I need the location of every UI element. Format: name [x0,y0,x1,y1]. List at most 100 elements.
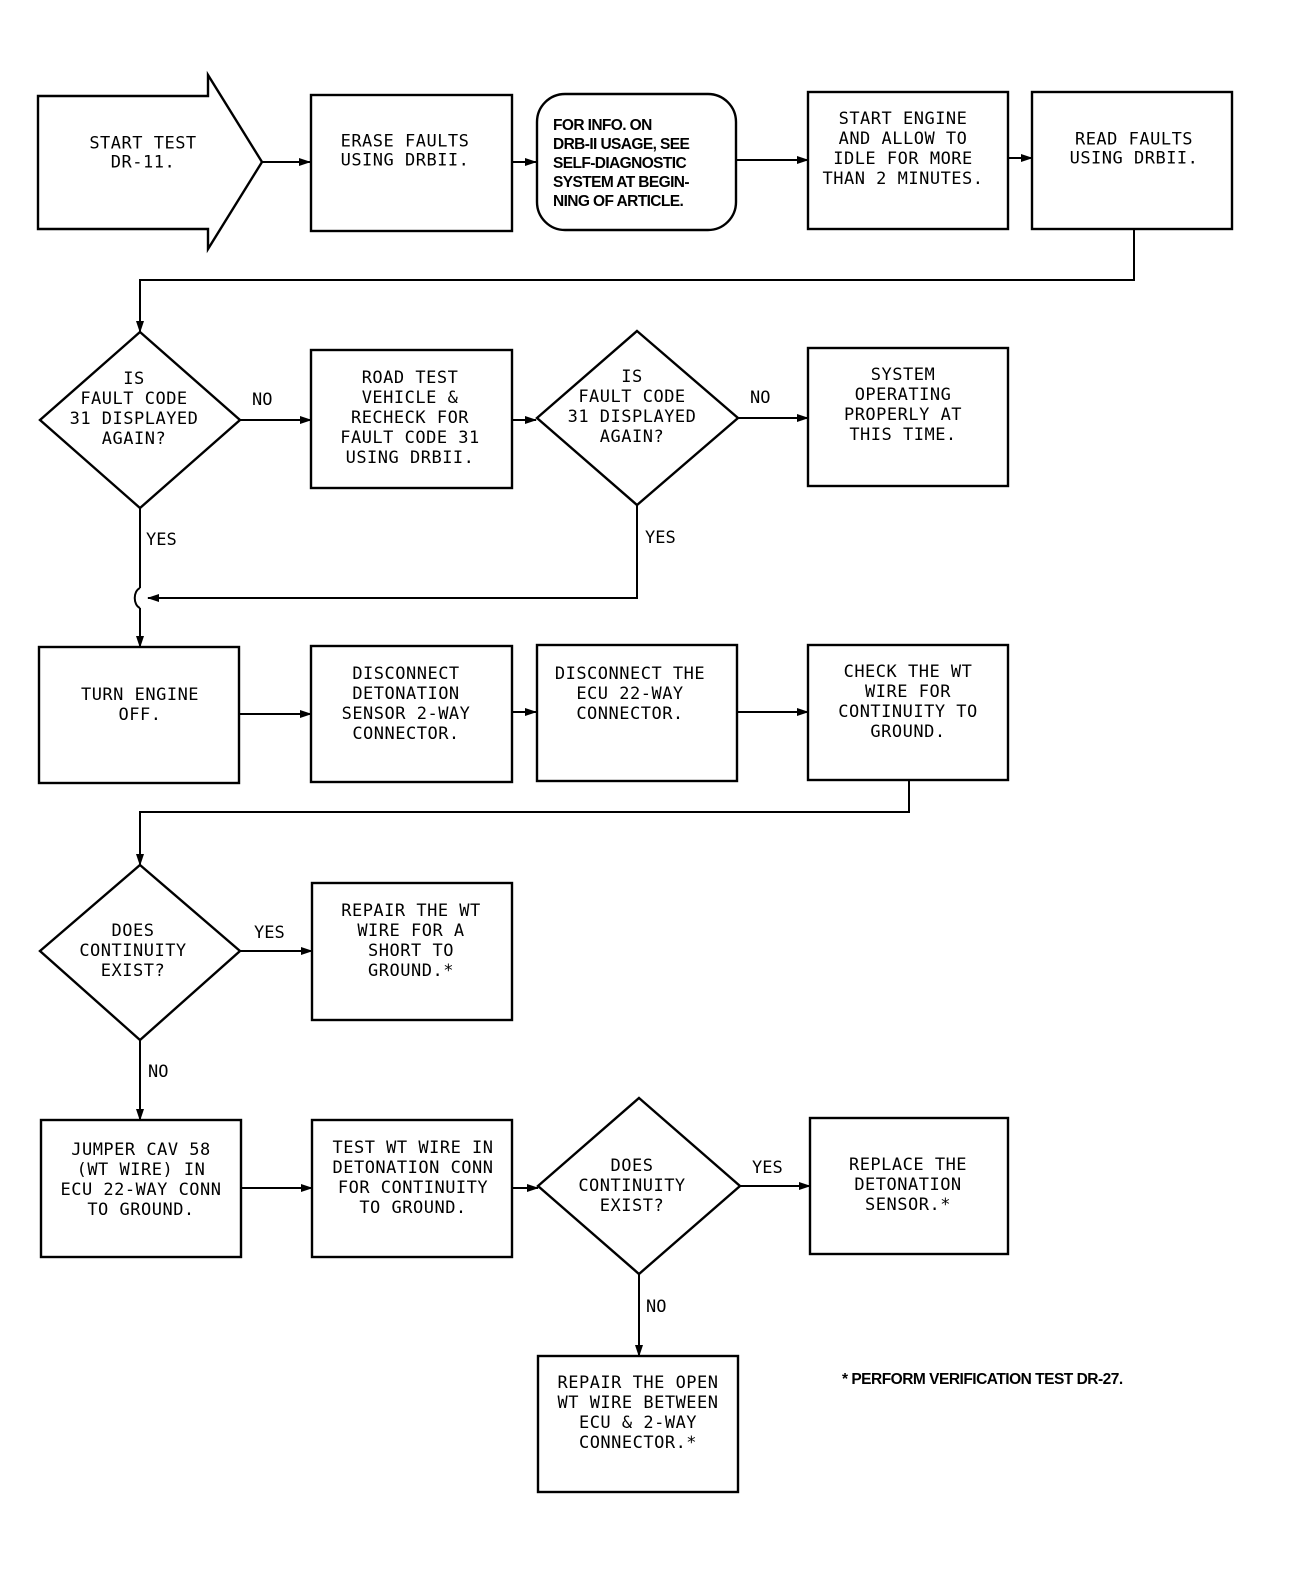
node-label-line: REPAIR THE OPEN [557,1373,718,1393]
node-label-line: REPAIR THE WT [341,901,481,921]
node-label-line: ECU 22-WAY CONN [60,1180,221,1200]
jumper-cav-box [39,1118,243,1259]
decision-fault-31-first [38,330,242,510]
disconnect-ecu-box [535,643,739,783]
edge-check-to-question-c [136,780,910,866]
edge-read-to-question-a [136,229,1135,333]
connectors [133,154,1135,1357]
node-label-line: CONNECTOR.* [579,1433,697,1453]
node-label-line: ECU & 2-WAY [579,1413,697,1433]
node-label-line: AND ALLOW TO [839,129,968,149]
node-label-line: AGAIN? [600,427,664,447]
node-label-line: JUMPER CAV 58 [71,1140,211,1160]
edge-label-yes: YES [645,528,676,548]
node-label-line: ERASE FAULTS [341,132,470,152]
node-label-line: START TEST [89,134,196,154]
turn-engine-off-box [37,645,241,785]
edge-question-b-yes [147,505,638,602]
info-note-box [535,92,738,232]
node-label-line: TEST WT WIRE IN [332,1138,493,1158]
node-label-line: VEHICLE & [362,388,459,408]
node-label-line: CHECK THE WT [844,662,973,682]
node-label-line: SENSOR 2-WAY [342,704,471,724]
node-label-line: WT WIRE BETWEEN [557,1393,718,1413]
road-test-box [309,348,514,490]
node-label-line: AGAIN? [102,429,166,449]
repair-open-box [536,1354,740,1494]
node-label-line: DISCONNECT [352,664,459,684]
footnote: * PERFORM VERIFICATION TEST DR-27. [842,1371,1123,1388]
node-label-line: DISCONNECT THE [555,664,705,684]
node-label-line: SYSTEM AT BEGIN- [553,174,689,191]
node-label-line: IS [123,369,144,389]
edge-label-yes: YES [752,1158,783,1178]
node-label-line: FAULT CODE [578,387,685,407]
info-note-label: FOR INFO. ON DRB-II USAGE, SEE SELF-DIAGNO… [553,117,690,210]
replace-sensor-box [808,1116,1010,1256]
node-label-line: 31 DISPLAYED [70,409,199,429]
node-label-line: IS [621,367,642,387]
start-test-arrow [36,70,264,254]
read-faults-box [1030,90,1234,231]
edge-label-yes: YES [254,923,285,943]
node-label-line: TO GROUND. [359,1198,466,1218]
edge-label-no: NO [646,1297,666,1317]
edge-labels: NO NO YES YES YES NO YES NO [146,388,783,1317]
node-label-line: FAULT CODE [80,389,187,409]
node-label-line: READ FAULTS [1075,130,1193,150]
node-label-line: USING DRBII. [341,151,470,171]
node-label-line: CONNECTOR. [352,724,459,744]
node-label-line: (WT WIRE) IN [77,1160,206,1180]
decision-continuity-second [536,1096,742,1276]
node-label-line: OPERATING [855,385,952,405]
node-label-line: WIRE FOR [865,682,951,702]
node-label-line: SYSTEM [871,365,935,385]
test-wt-wire-box [310,1118,514,1259]
node-label-line: USING DRBII. [1070,149,1199,169]
node-label-line: TO GROUND. [87,1200,194,1220]
start-engine-box [806,90,1010,231]
node-label-line: CONTINUITY [578,1176,685,1196]
node-label-line: CONNECTOR. [576,704,683,724]
node-label-line: START ENGINE [839,109,968,129]
node-label-line: THAN 2 MINUTES. [822,169,983,189]
disconnect-detonation-box [309,644,514,784]
node-label-line: OFF. [119,705,162,725]
node-label-line: DR-11. [111,153,175,173]
node-label-line: DETONATION [352,684,459,704]
node-label-line: DRB-II USAGE, SEE [553,136,689,153]
node-label-line: 31 DISPLAYED [568,407,697,427]
node-label-line: NING OF ARTICLE. [553,193,683,210]
node-label-line: ROAD TEST [362,368,459,388]
node-label-line: SELF-DIAGNOSTIC [553,155,686,172]
node-label-line: FOR CONTINUITY [338,1178,488,1198]
node-label-line: DOES [611,1156,654,1176]
node-label-line: FOR INFO. ON [553,117,652,134]
erase-faults-box [309,93,514,233]
node-label-line: ECU 22-WAY [576,684,683,704]
edge-label-yes: YES [146,530,177,550]
node-label-line: DETONATION [854,1175,961,1195]
decision-fault-31-second [535,329,740,507]
node-label-line: PROPERLY AT [844,405,962,425]
edge-label-no: NO [750,388,770,408]
node-label-line: EXIST? [600,1196,664,1216]
node-label-line: THIS TIME. [849,425,956,445]
check-wt-wire-box [806,643,1010,782]
node-label-line: GROUND. [870,722,945,742]
